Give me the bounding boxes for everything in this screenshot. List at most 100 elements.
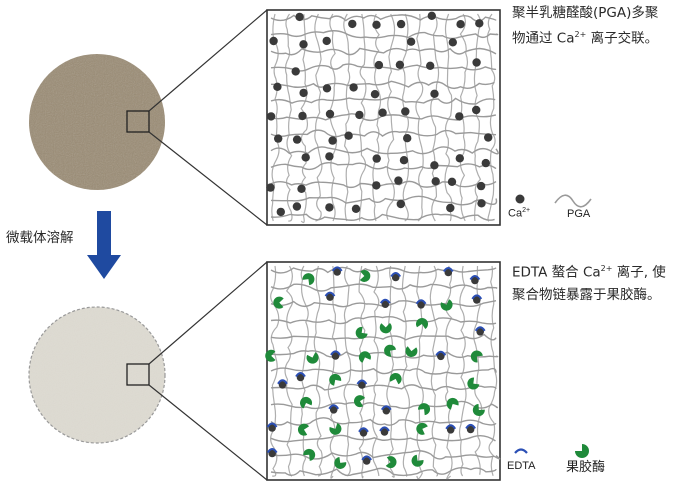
- pga-chain: [270, 14, 497, 22]
- legend-edta-label: EDTA: [507, 460, 536, 472]
- edta-chelator: [277, 379, 288, 385]
- pectinase-enzyme: [334, 457, 347, 469]
- calcium-ion: [466, 425, 475, 434]
- calcium-ion: [299, 88, 308, 98]
- calcium-ion: [299, 40, 308, 49]
- pga-chain: [300, 265, 309, 477]
- calcium-ion: [395, 60, 405, 69]
- calcium-ion: [446, 426, 455, 434]
- calcium-ion: [276, 207, 285, 217]
- pga-chain: [270, 30, 499, 40]
- pga-chain: [270, 283, 498, 292]
- edta-chelator: [390, 272, 402, 278]
- pectinase-enzyme: [379, 323, 392, 334]
- calcium-ion: [296, 373, 305, 382]
- calcium-ion: [380, 428, 389, 436]
- pga-chain: [300, 13, 309, 224]
- pectinase-enzyme: [405, 346, 418, 358]
- pga-chain: [270, 367, 497, 375]
- edta-chelator: [361, 455, 373, 461]
- pectinase-enzyme: [300, 396, 313, 409]
- pectinase-icon: [575, 444, 589, 458]
- pga-chain: [313, 265, 323, 477]
- edta-chelator: [380, 405, 392, 411]
- pga-chain: [386, 13, 396, 221]
- pga-chain: [327, 265, 337, 479]
- calcium-ion: [322, 84, 332, 93]
- calcium-ion: [399, 156, 409, 165]
- calcium-ion: [362, 457, 371, 465]
- calcium-ion: [268, 449, 277, 458]
- pectinase-enzyme: [467, 377, 480, 390]
- pectinase-enzyme: [384, 344, 396, 357]
- top-caption-line1: 聚半乳糖醛酸(PGA)多聚: [512, 5, 659, 21]
- edta-chelator: [328, 404, 340, 410]
- pectinase-enzyme: [265, 349, 276, 362]
- pectinase-enzyme: [416, 422, 428, 435]
- pectinase-enzyme: [273, 296, 284, 309]
- calcium-ion: [358, 381, 366, 389]
- calcium-ion: [292, 135, 302, 144]
- calcium-ion: [476, 328, 485, 336]
- calcium-ion: [351, 204, 361, 213]
- edta-chelator: [435, 350, 447, 356]
- calcium-ion: [437, 352, 445, 361]
- pga-chain: [270, 146, 499, 155]
- pga-chain: [488, 265, 498, 477]
- pga-chain: [314, 13, 323, 222]
- calcium-ion: [446, 203, 455, 213]
- zoom-line-bottom-upper: [148, 261, 268, 365]
- calcium-ion: [325, 152, 334, 161]
- calcium-ion: [268, 424, 276, 432]
- edta-chelator: [469, 275, 481, 281]
- edta-chelator: [324, 291, 336, 297]
- pga-chain: [270, 129, 497, 138]
- calcium-ion: [456, 20, 465, 29]
- pectinase-enzyme: [418, 403, 431, 416]
- calcium-ion: [475, 19, 484, 28]
- pga-chain: [270, 265, 280, 477]
- calcium-ion: [372, 154, 381, 163]
- calcium-ion: [326, 293, 334, 301]
- calcium-ion: [269, 36, 278, 46]
- calcium-ion: [331, 352, 340, 360]
- pectinase-enzyme: [359, 269, 371, 282]
- pga-chain: [270, 266, 497, 274]
- dissolved-microcarrier: [28, 306, 166, 444]
- pga-chain: [284, 265, 294, 477]
- edta-chelator: [445, 424, 457, 430]
- pga-chain: [415, 13, 424, 222]
- calcium-ion: [396, 19, 406, 29]
- pectinase-enzyme: [416, 317, 429, 329]
- calcium-ion: [417, 301, 425, 309]
- pectinase-enzyme: [329, 373, 342, 386]
- calcium-ion: [297, 184, 306, 193]
- calcium-ion: [472, 58, 481, 67]
- calcium-ion: [426, 61, 435, 70]
- calcium-ion: [278, 381, 287, 389]
- edta-chelator: [358, 427, 369, 433]
- bottom-caption-line2: 聚合物链暴露于果胶酶。: [512, 286, 661, 303]
- pga-chain: [473, 13, 482, 222]
- legend-pectinase-label: 果胶酶: [566, 459, 606, 474]
- calcium-ion: [273, 82, 282, 92]
- pectinase-enzyme: [302, 273, 315, 286]
- pga-chain: [444, 265, 453, 480]
- edta-chelator: [474, 326, 486, 332]
- calcium-ion: [374, 60, 384, 70]
- calcium-ion-layer: [266, 11, 493, 217]
- bottom-caption-line1: EDTA 螯合 Ca2+ 离子, 使: [512, 264, 666, 281]
- calcium-ion: [370, 90, 380, 99]
- edta-icon: [514, 448, 528, 454]
- legend-calcium-label: Ca2+: [508, 207, 531, 220]
- calcium-ion: [349, 83, 358, 92]
- calcium-ion: [481, 158, 490, 168]
- calcium-ion: [298, 111, 307, 121]
- pga-chain: [416, 265, 424, 480]
- calcium-ion: [291, 67, 300, 76]
- calcium-ion: [406, 37, 416, 46]
- pga-chain: [270, 47, 497, 56]
- pectinase-enzyme: [355, 326, 368, 339]
- pga-chain: [359, 13, 367, 222]
